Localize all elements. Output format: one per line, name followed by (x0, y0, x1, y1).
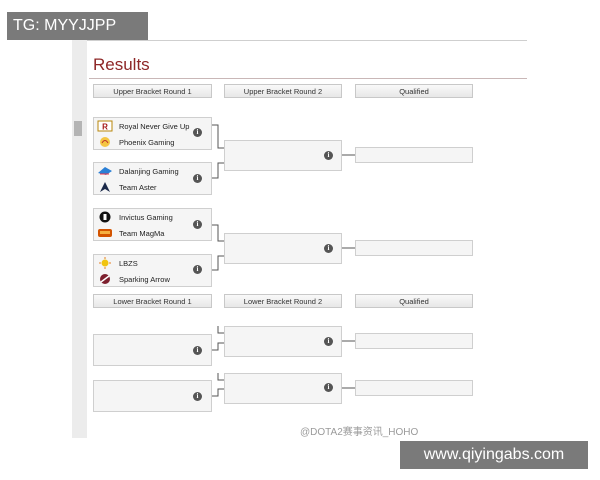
match-upper-r1-4[interactable]: LBZS Sparking Arrow (93, 254, 212, 287)
qualified-slot-upper-2[interactable] (355, 240, 473, 256)
connector-line (217, 373, 224, 381)
header-lower-qualified: Qualified (355, 294, 473, 308)
team-name: Sparking Arrow (119, 274, 170, 284)
info-icon[interactable]: i (193, 174, 202, 183)
connector-line (212, 162, 224, 179)
connector-line (212, 255, 224, 271)
header-upper-qualified: Qualified (355, 84, 473, 98)
team-row: Team Aster (94, 179, 211, 195)
ig-logo-icon (97, 211, 113, 224)
match-upper-r1-3[interactable]: Invictus Gaming Team MagMa (93, 208, 212, 241)
team-name: Team Aster (119, 182, 157, 192)
title-underline (89, 78, 527, 79)
info-icon[interactable]: i (324, 244, 333, 253)
page-title: Results (93, 55, 150, 74)
weibo-watermark: @DOTA2赛事资讯_HOHO (300, 427, 419, 438)
match-upper-r2-2[interactable] (224, 233, 342, 264)
qualified-slot-lower-2[interactable] (355, 380, 473, 396)
info-icon[interactable]: i (193, 220, 202, 229)
connector-line (217, 326, 224, 334)
team-row: Dalanjing Gaming (94, 163, 211, 179)
lbzs-logo-icon (97, 257, 113, 270)
rng-logo-icon: R (97, 120, 113, 133)
team-row: R Royal Never Give Up (94, 118, 211, 134)
header-upper-round-2: Upper Bracket Round 2 (224, 84, 342, 98)
team-name: Invictus Gaming (119, 212, 173, 222)
team-row: Invictus Gaming (94, 209, 211, 225)
info-icon[interactable]: i (324, 383, 333, 392)
header-upper-round-1: Upper Bracket Round 1 (93, 84, 212, 98)
overlay-tag-label: TG: MYYJJPP (7, 12, 148, 40)
team-name: Dalanjing Gaming (119, 166, 179, 176)
header-lower-round-1: Lower Bracket Round 1 (93, 294, 212, 308)
info-icon[interactable]: i (193, 346, 202, 355)
sparking-arrow-logo-icon (97, 273, 113, 286)
info-icon[interactable]: i (193, 128, 202, 137)
match-lower-r1-2[interactable] (93, 380, 212, 412)
info-icon[interactable]: i (193, 265, 202, 274)
info-icon[interactable]: i (324, 151, 333, 160)
qualified-slot-lower-1[interactable] (355, 333, 473, 349)
team-row: Team MagMa (94, 225, 211, 241)
header-lower-round-2: Lower Bracket Round 2 (224, 294, 342, 308)
phoenix-logo-icon (97, 136, 113, 149)
aster-logo-icon (97, 181, 113, 194)
match-upper-r1-2[interactable]: Dalanjing Gaming Team Aster (93, 162, 212, 195)
left-sidebar (72, 40, 87, 438)
match-lower-r2-1[interactable] (224, 326, 342, 357)
team-name: Royal Never Give Up (119, 121, 190, 131)
team-name: Team MagMa (119, 228, 165, 238)
team-row: Sparking Arrow (94, 271, 211, 287)
info-icon[interactable]: i (324, 337, 333, 346)
top-divider (87, 40, 527, 41)
match-upper-r2-1[interactable] (224, 140, 342, 171)
team-row: LBZS (94, 255, 211, 271)
connector-line (212, 224, 224, 242)
connector-line (212, 124, 224, 149)
team-name: Phoenix Gaming (119, 137, 175, 147)
svg-text:R: R (102, 123, 108, 132)
dalanjing-logo-icon (97, 165, 113, 178)
connector-line (212, 342, 224, 351)
match-upper-r1-1[interactable]: R Royal Never Give Up Phoenix Gaming (93, 117, 212, 150)
footer-url-label: www.qiyingabs.com (400, 441, 588, 469)
info-icon[interactable]: i (193, 392, 202, 401)
match-lower-r1-1[interactable] (93, 334, 212, 366)
connector-line (212, 388, 224, 397)
qualified-slot-upper-1[interactable] (355, 147, 473, 163)
team-row: Phoenix Gaming (94, 134, 211, 150)
match-lower-r2-2[interactable] (224, 373, 342, 404)
team-name: LBZS (119, 258, 138, 268)
sidebar-scroll-thumb[interactable] (74, 121, 82, 136)
magma-logo-icon (97, 227, 113, 240)
